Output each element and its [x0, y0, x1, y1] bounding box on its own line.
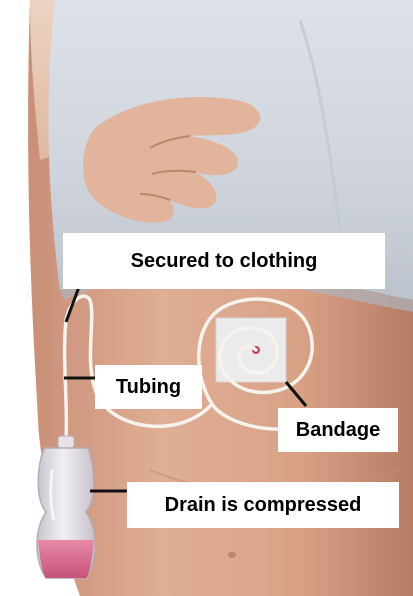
- label-tubing: Tubing: [95, 365, 202, 409]
- label-drain-is-compressed: Drain is compressed: [127, 482, 399, 528]
- label-bandage: Bandage: [278, 408, 398, 452]
- drain-bulb-shape: [37, 436, 95, 578]
- label-secured-to-clothing: Secured to clothing: [63, 233, 385, 289]
